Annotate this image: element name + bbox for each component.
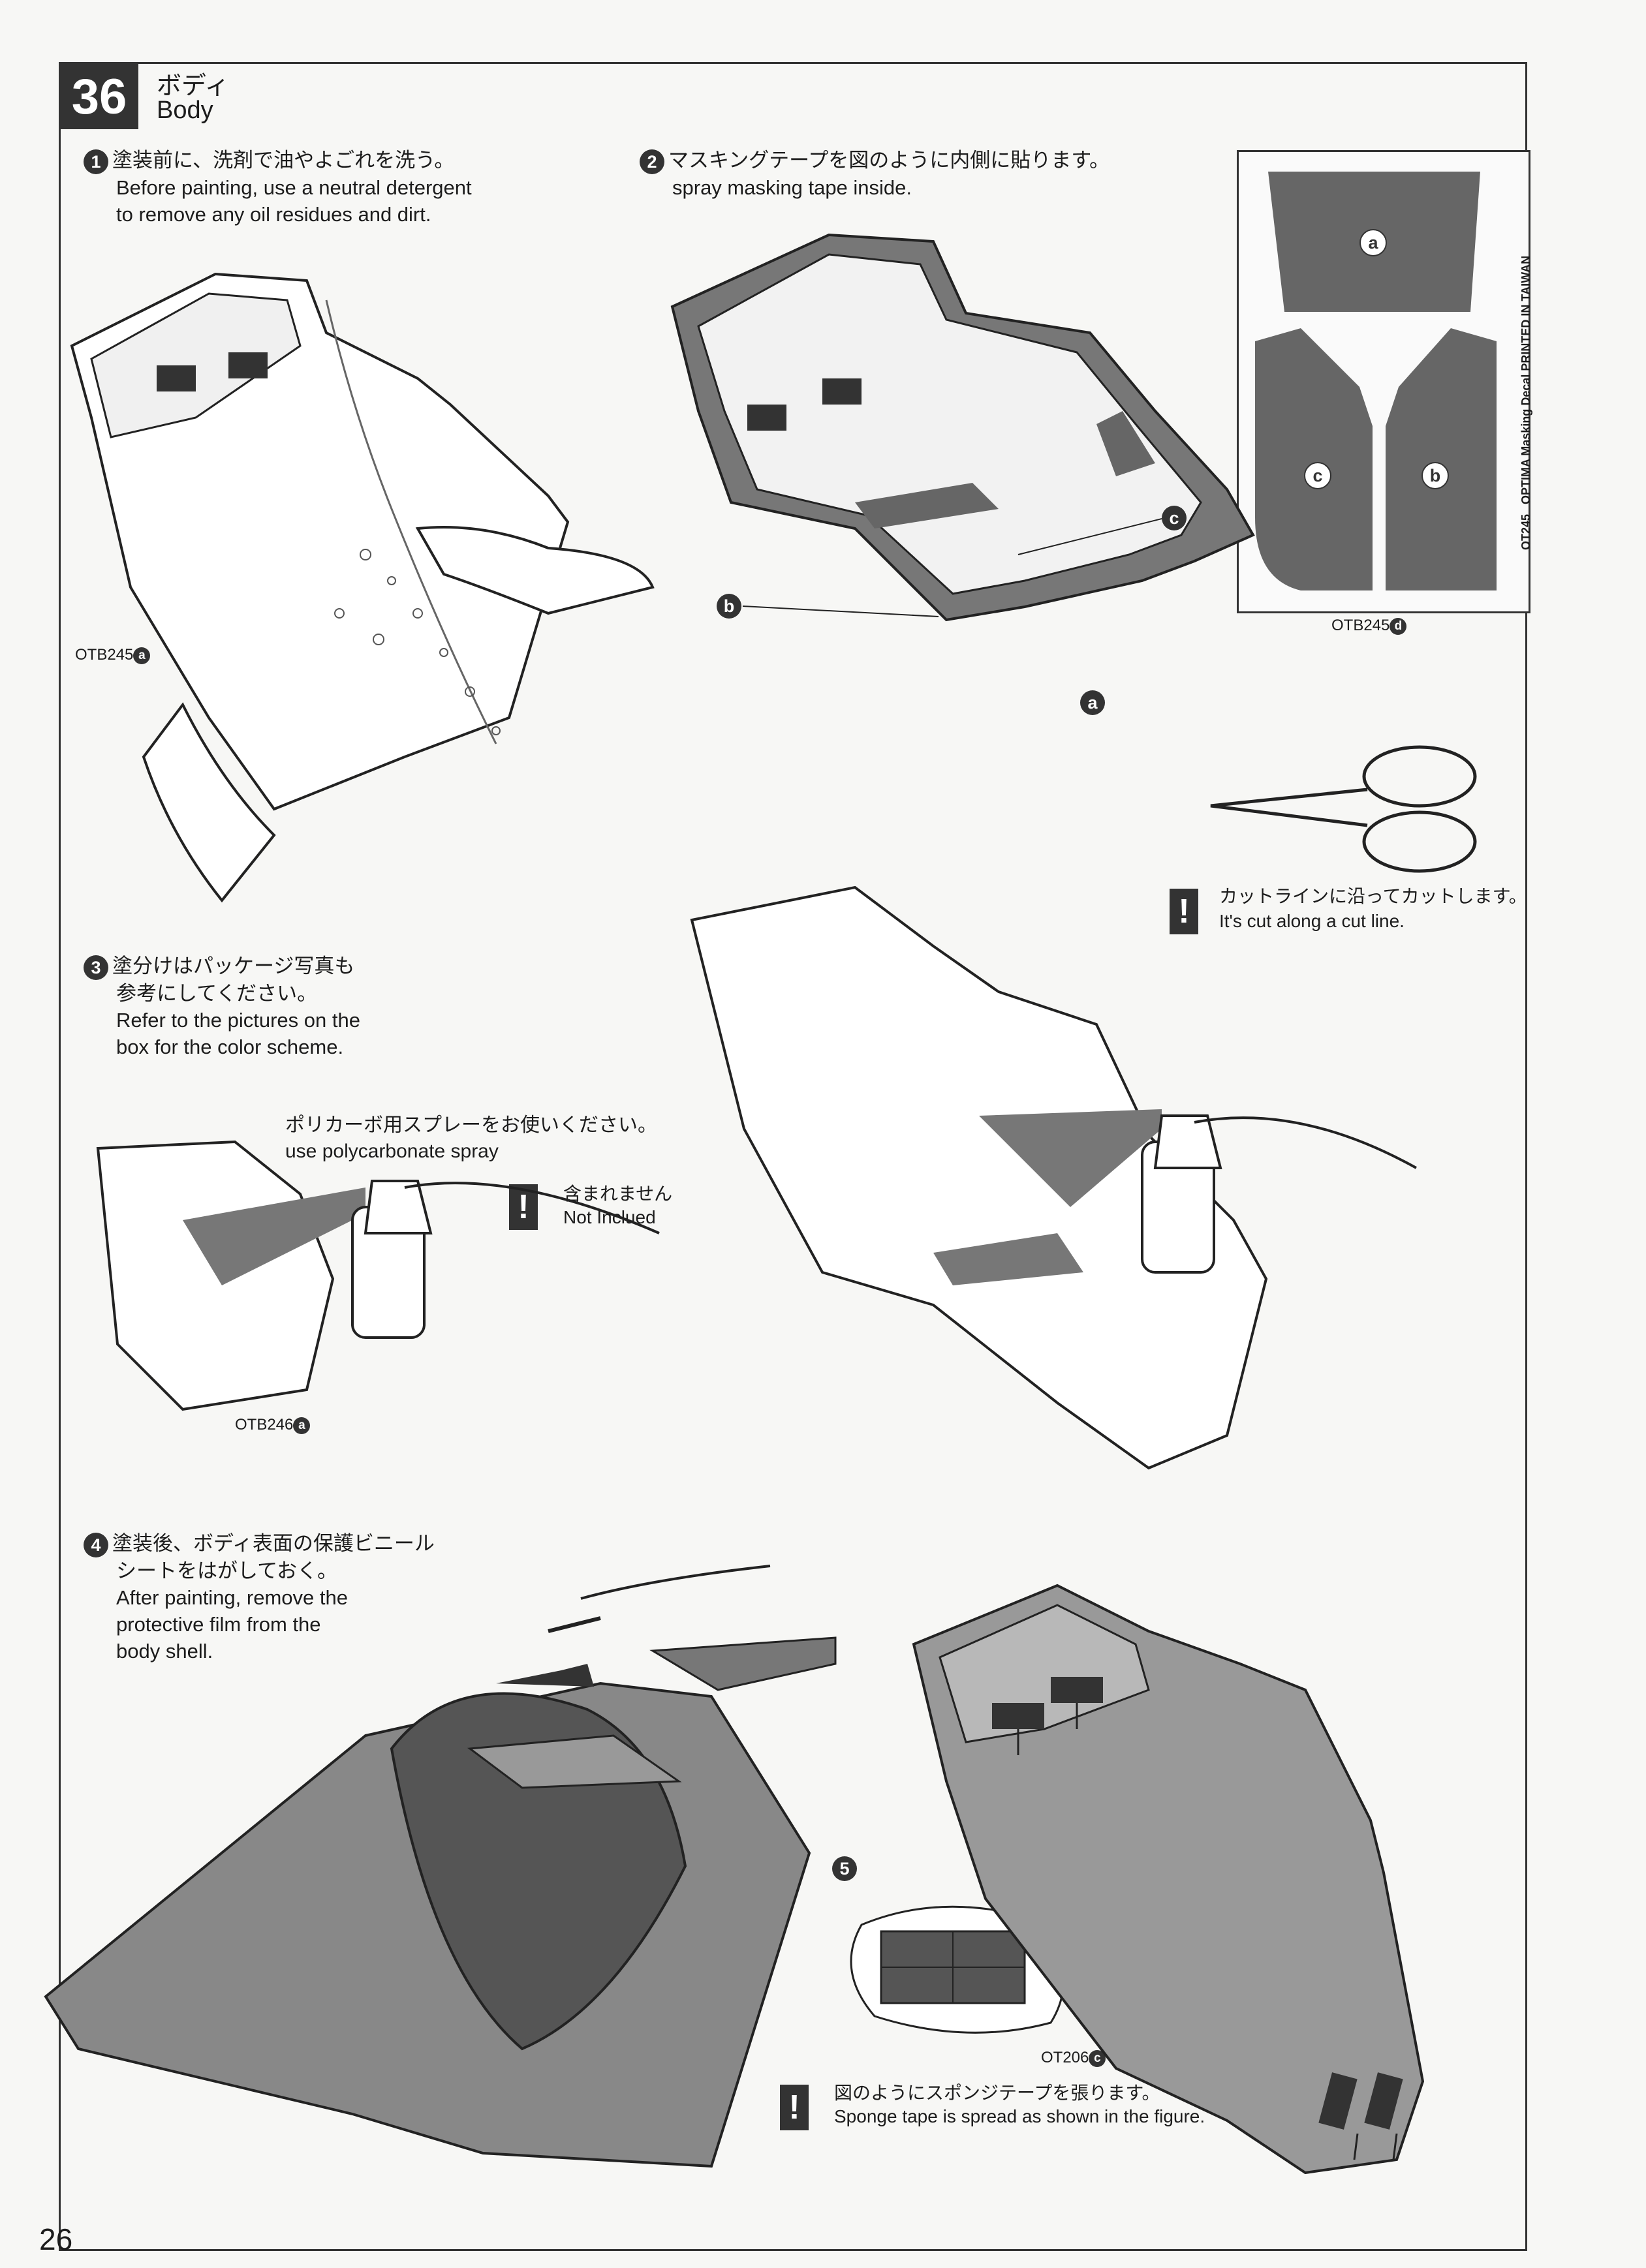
spray-note-jp: ポリカーボ用スプレーをお使いください。 bbox=[285, 1114, 657, 1136]
warning-icon-not-included: ! bbox=[509, 1184, 538, 1230]
step-3-number: 3 bbox=[84, 955, 108, 980]
step-2-number: 2 bbox=[640, 149, 664, 174]
step-number-badge: 36 bbox=[60, 64, 138, 129]
step-1-text-jp: 塗装前に、洗剤で油やよごれを洗う。 bbox=[112, 149, 455, 172]
part-ref-ot206c-code: OT206 bbox=[1041, 2049, 1089, 2066]
step-3-text-en-2: box for the color scheme. bbox=[116, 1035, 344, 1058]
masking-decal-sheet: a c b OT245 OPTIMA Masking Decal PRINTED… bbox=[1237, 150, 1532, 613]
masked-body-illustration bbox=[670, 233, 1255, 622]
sheet-label-a: a bbox=[1359, 229, 1387, 256]
step-1-text-en-2: to remove any oil residues and dirt. bbox=[116, 202, 431, 226]
part-ref-otb246a-code: OTB246 bbox=[235, 1416, 294, 1433]
step-2-text-en: spray masking tape inside. bbox=[672, 176, 912, 199]
sponge-tape-illustration bbox=[850, 1905, 1064, 2034]
step-title-jp: ボディ bbox=[157, 72, 230, 100]
cut-note: カットラインに沿ってカットします。 It's cut along a cut l… bbox=[1219, 884, 1527, 934]
step-4-text-jp-2: シートをはがしておく。 bbox=[116, 1559, 338, 1582]
step-3-text-en-1: Refer to the pictures on the bbox=[116, 1008, 360, 1032]
step-4-number: 4 bbox=[84, 1532, 108, 1557]
sponge-note-jp: 図のようにスポンジテープを張ります。 bbox=[834, 2083, 1160, 2103]
sheet-label-b: b bbox=[1421, 462, 1449, 489]
sheet-side-text: OT245 OPTIMA Masking Decal PRINTED IN TA… bbox=[1519, 255, 1532, 550]
part-ref-otb245a-code: OTB245 bbox=[75, 646, 134, 664]
spray-note: ポリカーボ用スプレーをお使いください。 use polycarbonate sp… bbox=[285, 1112, 657, 1165]
not-included-jp: 含まれません bbox=[563, 1184, 673, 1204]
spray-left-illustration bbox=[96, 1140, 660, 1411]
callout-b: b bbox=[717, 594, 741, 619]
page-number: 26 bbox=[39, 2222, 73, 2256]
step-1-number: 1 bbox=[84, 149, 108, 174]
step-4-text-en-1: After painting, remove the bbox=[116, 1586, 348, 1609]
step-4-text-en-3: body shell. bbox=[116, 1639, 213, 1663]
step-title-en: Body bbox=[157, 97, 213, 124]
warning-icon-sponge: ! bbox=[780, 2085, 809, 2130]
step-4-text-jp-1: 塗装後、ボディ表面の保護ビニール bbox=[112, 1532, 435, 1555]
spray-note-en: use polycarbonate spray bbox=[285, 1141, 499, 1162]
part-ref-otb245d-code: OTB245 bbox=[1331, 617, 1390, 634]
sponge-note: 図のようにスポンジテープを張ります。 Sponge tape is spread… bbox=[834, 2081, 1205, 2128]
part-ref-otb245a-letter: a bbox=[133, 647, 151, 664]
warning-icon-cut: ! bbox=[1170, 889, 1198, 934]
sponge-body-illustration bbox=[912, 1584, 1425, 2175]
cut-note-jp: カットラインに沿ってカットします。 bbox=[1219, 886, 1527, 906]
spray-right-illustration bbox=[690, 885, 1417, 1470]
part-ref-otb245d-letter: d bbox=[1390, 617, 1407, 635]
step-3-text-jp-2: 参考にしてください。 bbox=[116, 981, 318, 1005]
callout-c-leader bbox=[1017, 518, 1162, 555]
page-frame bbox=[59, 62, 1527, 2251]
scissors-icon bbox=[1210, 745, 1477, 873]
step-2-text-jp: マスキングテープを図のように内側に貼ります。 bbox=[668, 149, 1110, 172]
cut-note-en: It's cut along a cut line. bbox=[1219, 911, 1405, 931]
film-removal-illustration bbox=[44, 1565, 837, 2168]
callout-b-leader bbox=[742, 605, 939, 617]
part-ref-otb246a-letter: a bbox=[293, 1417, 311, 1434]
washing-body-illustration bbox=[70, 272, 655, 903]
step-4-text-en-2: protective film from the bbox=[116, 1612, 321, 1636]
callout-a: a bbox=[1080, 690, 1105, 715]
step-1-text-en-1: Before painting, use a neutral detergent bbox=[116, 176, 472, 199]
sheet-label-c: c bbox=[1304, 462, 1331, 489]
callout-c: c bbox=[1162, 506, 1187, 530]
step-3-text-jp-1: 塗分けはパッケージ写真も bbox=[112, 955, 355, 977]
sponge-note-en: Sponge tape is spread as shown in the fi… bbox=[834, 2106, 1205, 2126]
step-5-number: 5 bbox=[832, 1856, 857, 1881]
